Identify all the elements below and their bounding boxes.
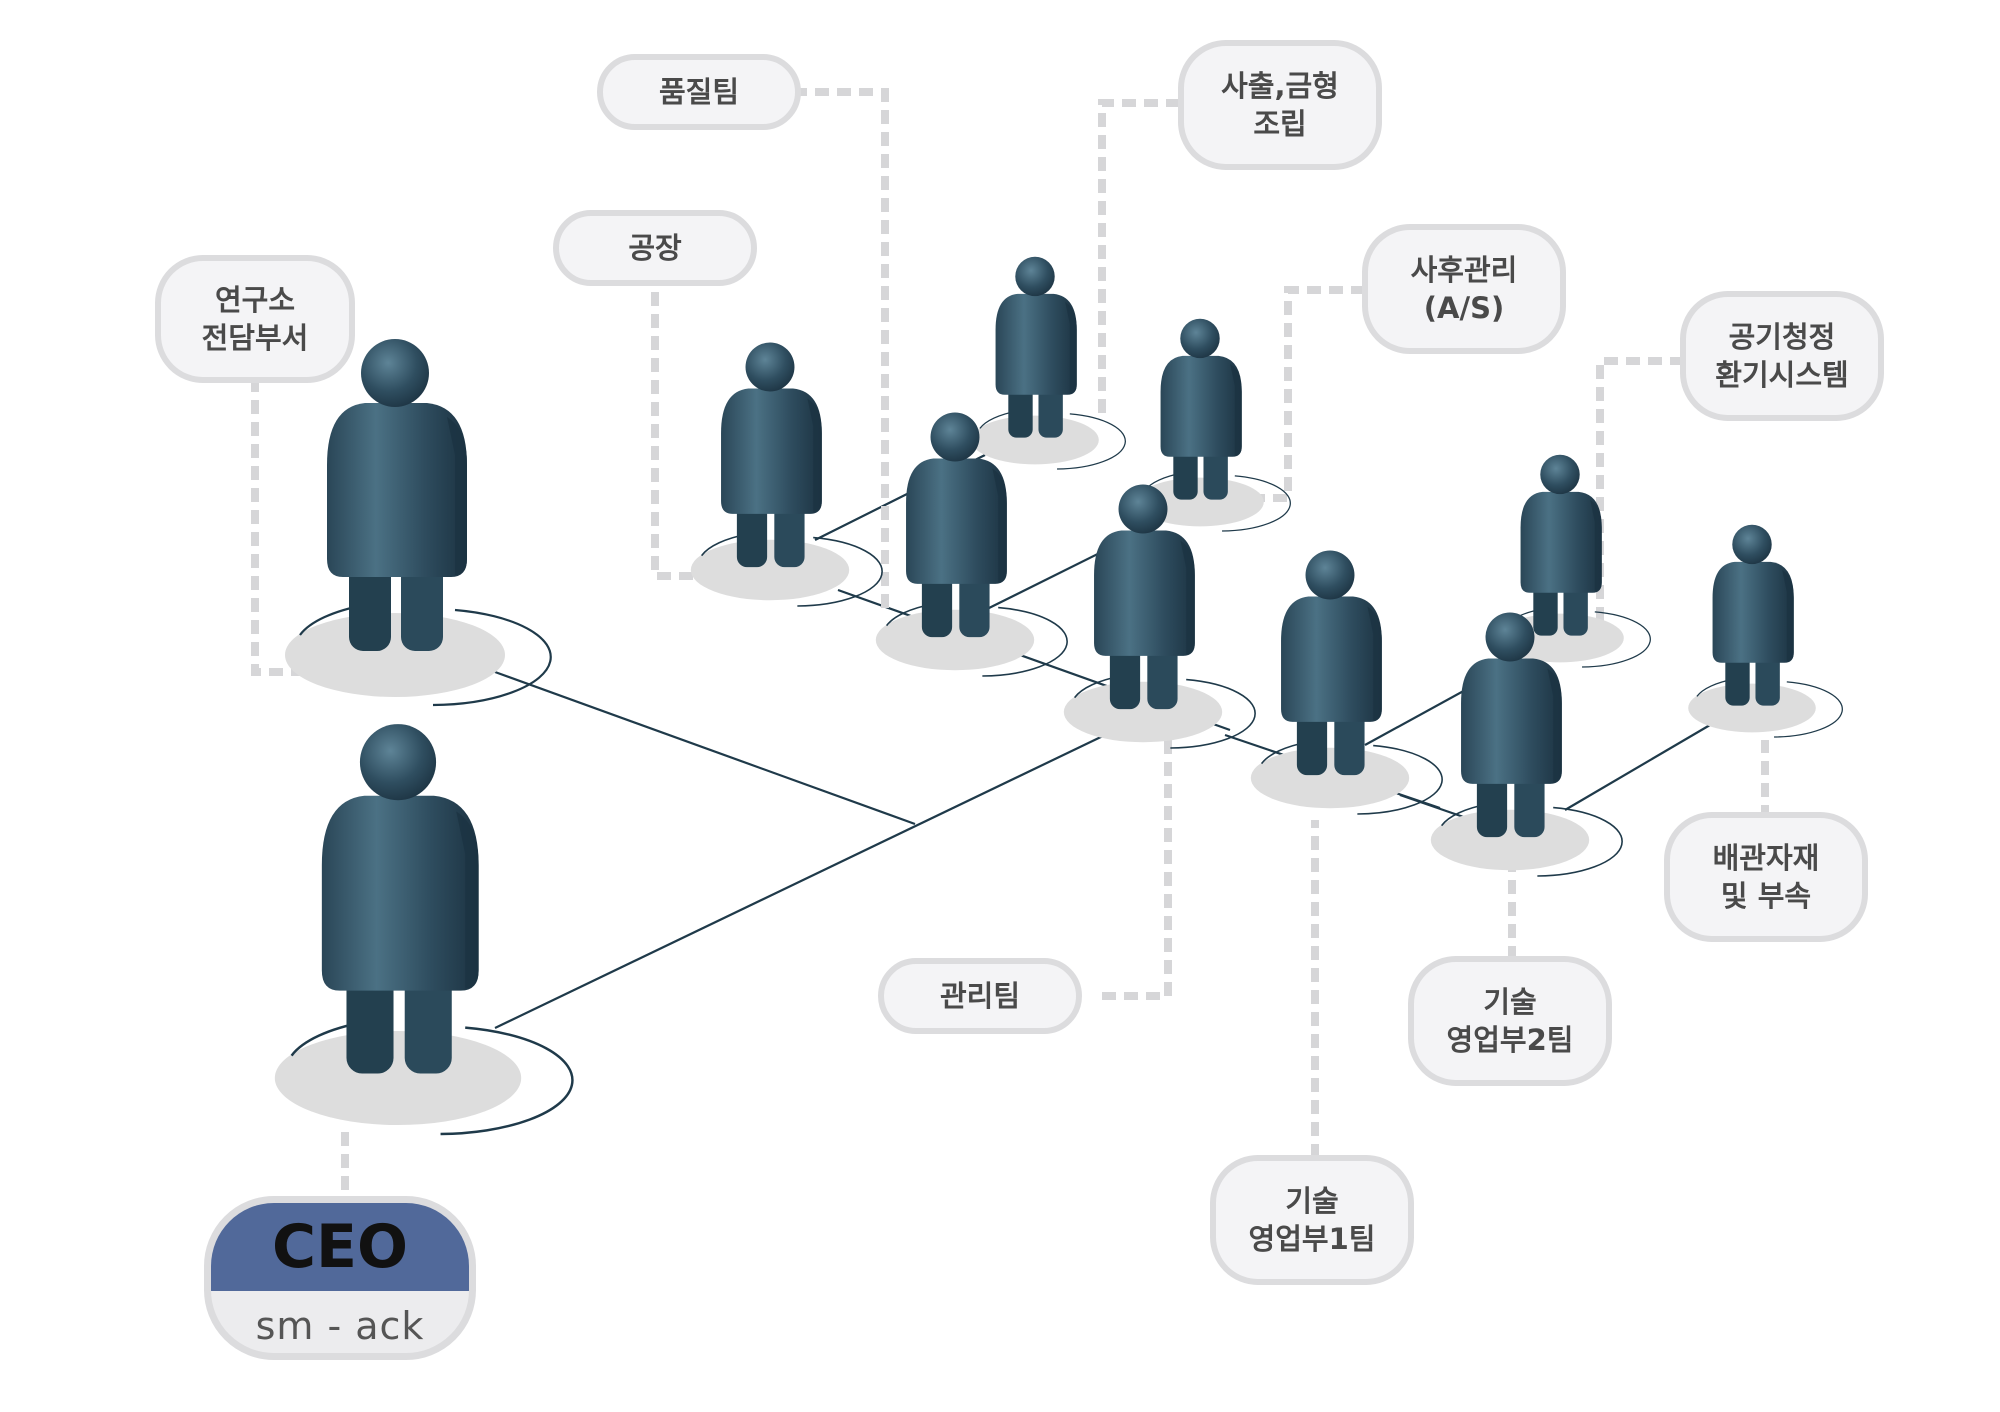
person-figure-factory (690, 341, 883, 607)
label-sales1: 기술 영업부1팀 (1210, 1155, 1414, 1285)
person-figure-sales1 (1250, 549, 1443, 815)
label-air-line2: 환기시스템 (1715, 358, 1849, 392)
label-research-line2: 전담부서 (201, 321, 309, 355)
label-research-line1: 연구소 (214, 283, 296, 317)
label-piping-line2: 및 부속 (1720, 879, 1812, 913)
label-sales2-line1: 기술 (1483, 985, 1537, 1019)
label-after-service-line1: 사후관리 (1410, 253, 1518, 287)
label-factory: 공장 (553, 210, 757, 286)
ceo-card: CEO sm - ack (204, 1196, 476, 1360)
label-injection-line1: 사출,금형 (1221, 69, 1339, 103)
label-injection: 사출,금형 조립 (1178, 40, 1382, 170)
label-piping: 배관자재 및 부속 (1664, 812, 1868, 942)
label-air-line1: 공기청정 (1728, 320, 1836, 354)
label-air: 공기청정 환기시스템 (1680, 291, 1884, 421)
label-quality: 품질팀 (597, 54, 801, 130)
label-after-service-line2: (A/S) (1423, 291, 1505, 325)
label-research: 연구소 전담부서 (155, 255, 355, 383)
label-piping-line1: 배관자재 (1712, 841, 1820, 875)
person-figure-piping (1687, 524, 1843, 738)
ceo-name: sm - ack (255, 1304, 425, 1348)
label-injection-line2: 조립 (1253, 107, 1307, 141)
label-quality-line1: 품질팀 (658, 75, 740, 109)
ceo-title: CEO (211, 1203, 469, 1291)
label-sales2: 기술 영업부2팀 (1408, 956, 1612, 1086)
label-factory-line1: 공장 (628, 231, 682, 265)
person-figure-research (283, 337, 552, 707)
label-sales1-line1: 기술 (1285, 1184, 1339, 1218)
label-sales2-line2: 영업부2팀 (1446, 1023, 1574, 1057)
person-figure-ceo (273, 722, 574, 1136)
label-management: 관리팀 (878, 958, 1082, 1034)
label-after-service: 사후관리 (A/S) (1362, 224, 1566, 354)
label-sales1-line2: 영업부1팀 (1248, 1222, 1376, 1256)
label-management-line1: 관리팀 (939, 979, 1021, 1013)
